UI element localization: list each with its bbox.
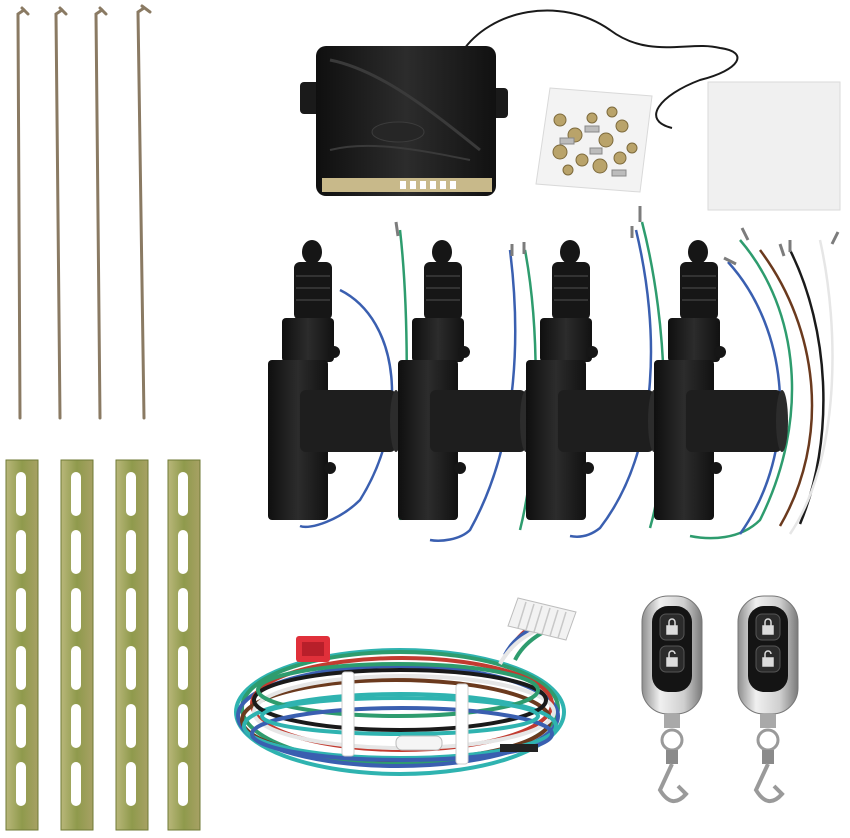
antenna-wire (461, 9, 739, 129)
screw-pack (535, 87, 653, 193)
mounting-bracket (115, 459, 149, 831)
linkage-rod (16, 6, 30, 420)
linkage-rod (54, 6, 68, 420)
control-module (300, 9, 739, 196)
door-lock-actuator (268, 240, 402, 520)
fuse-holder (296, 636, 330, 662)
harness-connector (507, 597, 577, 641)
linkage-rods (16, 4, 152, 420)
mounting-bracket (5, 459, 39, 831)
door-lock-actuators (268, 206, 840, 542)
remote-key-fobs (641, 594, 800, 804)
mounting-bracket (167, 459, 201, 831)
linkage-rod (94, 6, 108, 420)
wiring-harness (234, 610, 566, 776)
linkage-rod (136, 4, 152, 420)
remote-key-fob (641, 595, 703, 803)
adhesive-pad (707, 81, 841, 211)
door-lock-actuator (525, 239, 661, 521)
lock-icon (666, 618, 678, 635)
remote-key-fob (736, 594, 800, 804)
unlock-icon (666, 650, 678, 667)
mounting-bracket (60, 459, 94, 831)
mounting-brackets (5, 459, 201, 831)
